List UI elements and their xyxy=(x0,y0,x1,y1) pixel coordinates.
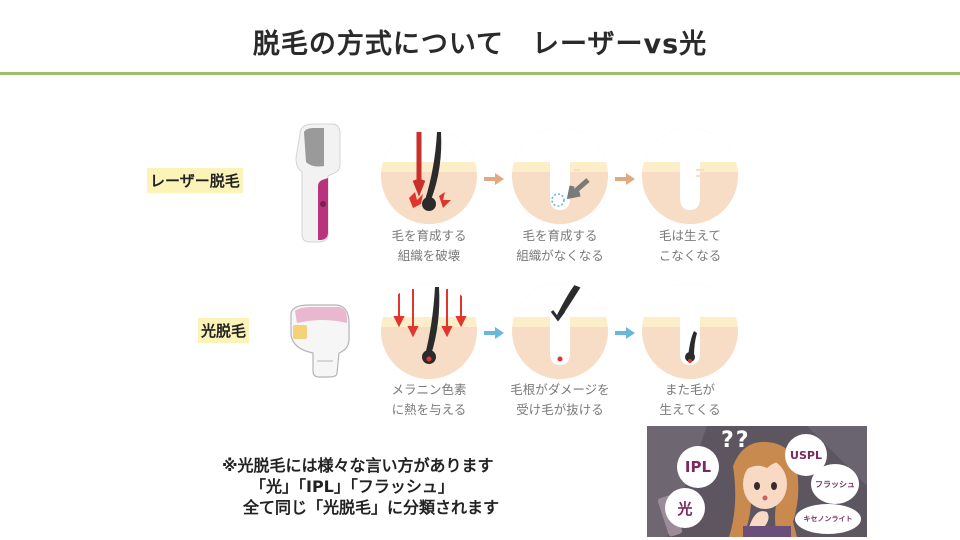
caption-line: 毛根がダメージを xyxy=(510,382,610,397)
laser-step-2-illustration xyxy=(512,128,608,224)
caption-line: こなくなる xyxy=(658,248,722,263)
note-line-1: ※光脱毛には様々な言い方があります xyxy=(222,456,494,475)
laser-step-3-illustration xyxy=(642,128,738,224)
laser-step-2-caption: 毛を育成する 組織がなくなる xyxy=(495,226,625,266)
note-line-3: 全て同じ「光脱毛」に分類されます xyxy=(243,498,500,517)
laser-step-3-caption: 毛は生えて こなくなる xyxy=(625,226,755,266)
laser-arrow-2 xyxy=(615,170,635,189)
light-step-3-illustration xyxy=(642,283,738,379)
bubble-flash: フラッシュ xyxy=(811,464,859,504)
laser-arrow-1 xyxy=(484,170,504,189)
confused-woman-illustration: ?? IPL 光 USPL フラッシュ キセノンライト xyxy=(647,426,867,537)
light-step-1-caption: メラニン色素 に熱を与える xyxy=(364,380,494,420)
caption-line: また毛が xyxy=(664,382,715,397)
caption-line: 受け毛が抜ける xyxy=(516,402,604,417)
light-step-2-caption: 毛根がダメージを 受け毛が抜ける xyxy=(495,380,625,420)
light-step-3-caption: また毛が 生えてくる xyxy=(625,380,755,420)
laser-step-1-caption: 毛を育成する 組織を破壊 xyxy=(364,226,494,266)
light-arrow-1 xyxy=(484,324,504,343)
caption-line: 毛は生えて xyxy=(659,228,721,243)
caption-line: 生えてくる xyxy=(659,402,721,417)
light-arrow-2 xyxy=(615,324,635,343)
laser-row-label: レーザー脱毛 xyxy=(147,168,243,193)
bubble-ipl: IPL xyxy=(677,446,719,488)
light-step-2-illustration xyxy=(512,283,608,379)
question-marks: ?? xyxy=(721,428,751,453)
bubble-xenon-light: キセノンライト xyxy=(795,504,861,534)
page-title: 脱毛の方式について レーザーvs光 xyxy=(252,29,708,60)
caption-line: 毛を育成する xyxy=(522,228,598,243)
caption-line: に熱を与える xyxy=(391,402,467,417)
bubble-light: 光 xyxy=(665,488,705,528)
caption-line: 毛を育成する xyxy=(391,228,467,243)
caption-line: 組織を破壊 xyxy=(397,248,461,263)
caption-line: メラニン色素 xyxy=(391,382,467,397)
caption-line: 組織がなくなる xyxy=(516,248,604,263)
light-row-label: 光脱毛 xyxy=(198,318,250,343)
title-divider xyxy=(0,72,960,75)
laser-device-image xyxy=(295,123,341,243)
light-device-image xyxy=(290,304,350,378)
note-line-2: 「光」「IPL」「フラッシュ」 xyxy=(250,477,454,496)
light-step-1-illustration xyxy=(381,283,477,379)
laser-step-1-illustration xyxy=(381,128,477,224)
